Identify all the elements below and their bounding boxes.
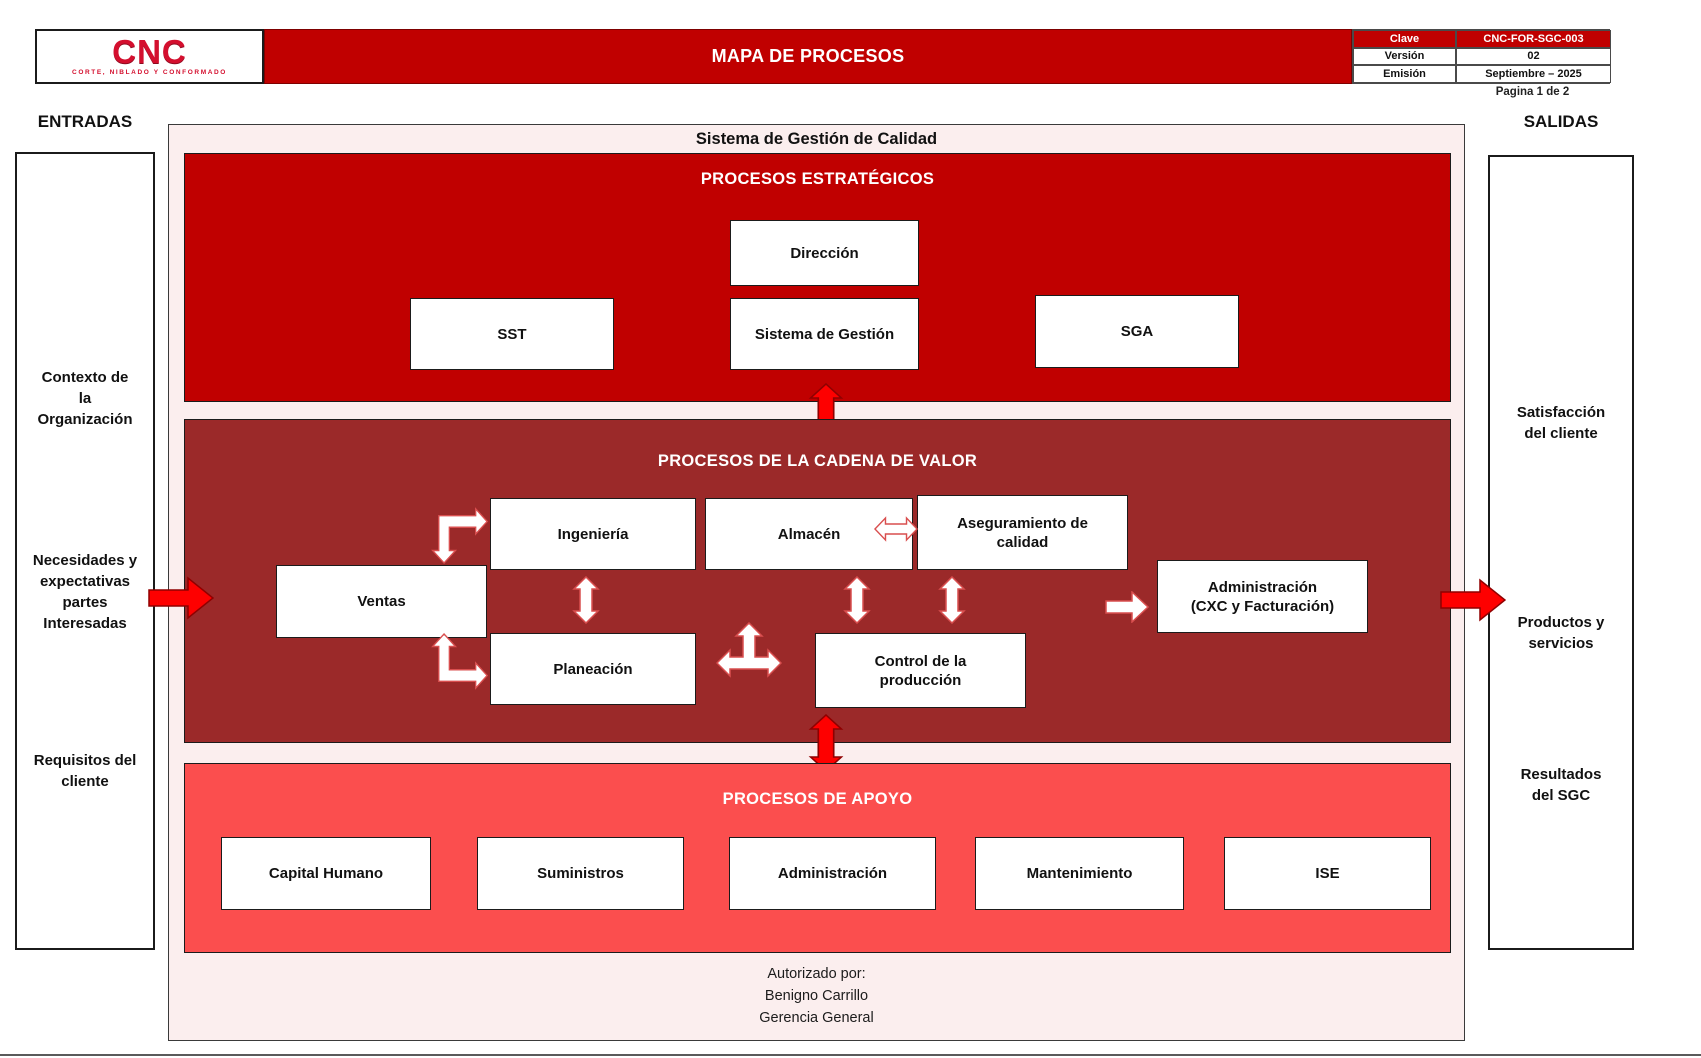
arrow-ventas-planeacion-icon xyxy=(431,633,488,690)
process-box-capital-humano: Capital Humano xyxy=(221,837,431,910)
sgc-title: Sistema de Gestión de Calidad xyxy=(695,130,938,148)
entradas-box: Contexto de la Organización Necesidades … xyxy=(15,152,155,950)
page-bottom-rule xyxy=(0,1054,1701,1056)
info-value-version: 02 xyxy=(1456,47,1611,66)
process-box-mantenimiento: Mantenimiento xyxy=(975,837,1184,910)
process-box-administracion: Administración xyxy=(729,837,936,910)
entrada-item-necesidades: Necesidades y expectativas partes Intere… xyxy=(32,552,138,632)
process-box-ingenieria: Ingeniería xyxy=(490,498,696,570)
document-title: MAPA DE PROCESOS xyxy=(711,46,905,66)
band-cadena-title: PROCESOS DE LA CADENA DE VALOR xyxy=(657,452,978,470)
logo-tagline: CORTE, NIBLADO Y CONFORMADO xyxy=(72,69,227,76)
document-title-bar: MAPA DE PROCESOS xyxy=(264,29,1352,84)
document-info-table: Clave CNC-FOR-SGC-003 Versión 02 Emisión… xyxy=(1352,29,1611,84)
logo-brand-text: CNC xyxy=(112,33,187,70)
band-procesos-estrategicos: PROCESOS ESTRATÉGICOS Dirección SST Sist… xyxy=(184,153,1451,402)
band-procesos-apoyo: PROCESOS DE APOYO Capital Humano Suminis… xyxy=(184,763,1451,953)
entrada-item-requisitos: Requisitos del cliente xyxy=(33,752,137,790)
band-cadena-valor: PROCESOS DE LA CADENA DE VALOR Ventas In… xyxy=(184,419,1451,743)
entrada-item-contexto: Contexto de la Organización xyxy=(37,369,133,428)
arrow-salidas-out-icon xyxy=(1440,578,1506,622)
info-label-version: Versión xyxy=(1353,47,1456,66)
footer-autorizado-por: Autorizado por: xyxy=(767,966,866,982)
arrow-aseguramiento-control-icon xyxy=(938,576,966,624)
footer-autorizado-cargo: Gerencia General xyxy=(759,1010,874,1026)
arrow-ventas-ingenieria-icon xyxy=(431,507,488,564)
process-box-sga: SGA xyxy=(1035,295,1239,368)
salidas-box: Satisfacción del cliente Productos y ser… xyxy=(1488,155,1634,950)
arrow-ingenieria-planeacion-icon xyxy=(572,576,600,624)
process-box-direccion: Dirección xyxy=(730,220,919,286)
info-value-emision: Septiembre – 2025 xyxy=(1456,65,1611,83)
process-box-ise: ISE xyxy=(1224,837,1431,910)
arrow-planeacion-control-trident-icon xyxy=(716,622,782,678)
salida-item-satisfaccion: Satisfacción del cliente xyxy=(1516,404,1606,442)
arrow-almacen-control-icon xyxy=(843,576,871,624)
process-box-aseguramiento: Aseguramiento de calidad xyxy=(917,495,1128,570)
process-box-planeacion: Planeación xyxy=(490,633,696,705)
salida-item-resultados: Resultados del SGC xyxy=(1520,766,1602,804)
band-estrategicos-title: PROCESOS ESTRATÉGICOS xyxy=(700,170,935,188)
arrow-almacen-aseguramiento-icon xyxy=(874,516,918,542)
process-box-suministros: Suministros xyxy=(477,837,684,910)
page-number-label: Pagina 1 de 2 xyxy=(1495,86,1570,98)
company-logo: CNC CORTE, NIBLADO Y CONFORMADO xyxy=(35,29,264,84)
process-box-sistema-gestion: Sistema de Gestión xyxy=(730,298,919,370)
info-value-clave: CNC-FOR-SGC-003 xyxy=(1456,30,1611,48)
sgc-container: Sistema de Gestión de Calidad PROCESOS E… xyxy=(168,124,1465,1041)
authorization-footer: Autorizado por: Benigno Carrillo Gerenci… xyxy=(169,963,1464,1029)
info-label-clave: Clave xyxy=(1353,30,1456,48)
process-box-control: Control de la producción xyxy=(815,633,1026,708)
footer-autorizado-nombre: Benigno Carrillo xyxy=(764,988,869,1004)
process-box-administracion-cxc: Administración (CXC y Facturación) xyxy=(1157,560,1368,633)
process-box-almacen: Almacén xyxy=(705,498,913,570)
process-box-ventas: Ventas xyxy=(276,565,487,638)
band-apoyo-title: PROCESOS DE APOYO xyxy=(722,790,913,808)
info-label-emision: Emisión xyxy=(1353,65,1456,83)
arrow-to-administracion-icon xyxy=(1105,591,1149,623)
salida-item-productos: Productos y servicios xyxy=(1517,614,1605,652)
entradas-title: ENTRADAS xyxy=(37,112,133,131)
salidas-title: SALIDAS xyxy=(1523,112,1599,131)
arrow-entradas-in-icon xyxy=(148,576,214,620)
process-box-sst: SST xyxy=(410,298,614,370)
